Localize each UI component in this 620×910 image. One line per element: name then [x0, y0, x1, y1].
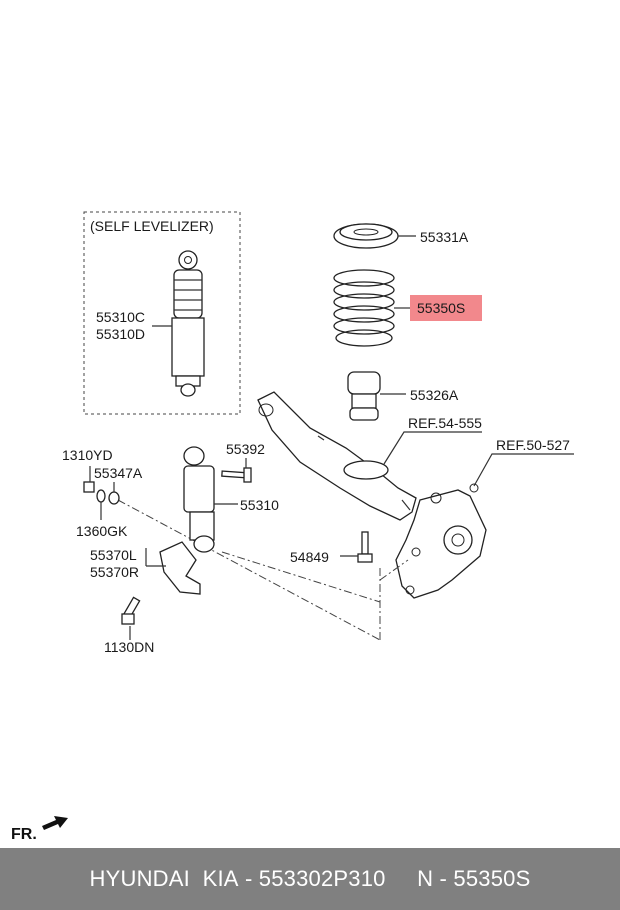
label-55370l: 55370L	[90, 547, 137, 563]
bump-stopper	[347, 371, 406, 421]
label-54849: 54849	[290, 549, 329, 565]
footer-n-label: N - 55350S	[417, 866, 531, 891]
footer-part-number: - 553302P310	[238, 866, 386, 891]
label-55392: 55392	[226, 441, 265, 457]
footer-brand: HYUNDAI KIA	[89, 866, 239, 891]
self-levelizer-title: (SELF LEVELIZER)	[90, 218, 214, 234]
self-levelizer-box	[83, 211, 241, 415]
bracket-55370	[145, 541, 201, 595]
ref50-leader	[473, 453, 574, 487]
label-1360gk: 1360GK	[76, 523, 128, 539]
label-55326a: 55326A	[410, 387, 459, 403]
label-55350s: 55350S	[417, 300, 465, 316]
bolt-54849	[340, 531, 373, 563]
small-fasteners	[83, 466, 120, 520]
parts-diagram: (SELF LEVELIZER) 55310C 55310D 55331A 55…	[62, 211, 574, 655]
label-55310d: 55310D	[96, 326, 145, 342]
assembly-guide-lines	[117, 499, 409, 641]
ref54-leader	[383, 431, 482, 465]
front-indicator-label: FR.	[11, 826, 37, 843]
label-55310c: 55310C	[96, 309, 145, 325]
front-arrow-icon	[42, 816, 68, 830]
knuckle	[395, 483, 487, 599]
footer-spacer	[386, 866, 418, 892]
lower-arm	[257, 391, 417, 521]
coil-spring	[333, 269, 410, 347]
label-55331a: 55331A	[420, 229, 469, 245]
label-55370r: 55370R	[90, 564, 139, 580]
self-levelizer-shock	[152, 250, 205, 397]
label-55310: 55310	[240, 497, 279, 513]
bolt-55392	[221, 458, 252, 483]
label-55347a: 55347A	[94, 465, 143, 481]
label-ref-50-527: REF.50-527	[496, 437, 570, 453]
part-info-footer: HYUNDAI KIA - 553302P310 N - 55350S	[0, 848, 620, 910]
label-1130dn: 1130DN	[104, 639, 154, 655]
label-ref-54-555: REF.54-555	[408, 415, 482, 431]
bolt-1130dn	[121, 596, 141, 640]
highlight-55350s	[410, 295, 482, 321]
label-1310yd: 1310YD	[62, 447, 113, 463]
spring-upper-seat	[333, 223, 416, 249]
rear-shock-55310	[183, 446, 238, 553]
